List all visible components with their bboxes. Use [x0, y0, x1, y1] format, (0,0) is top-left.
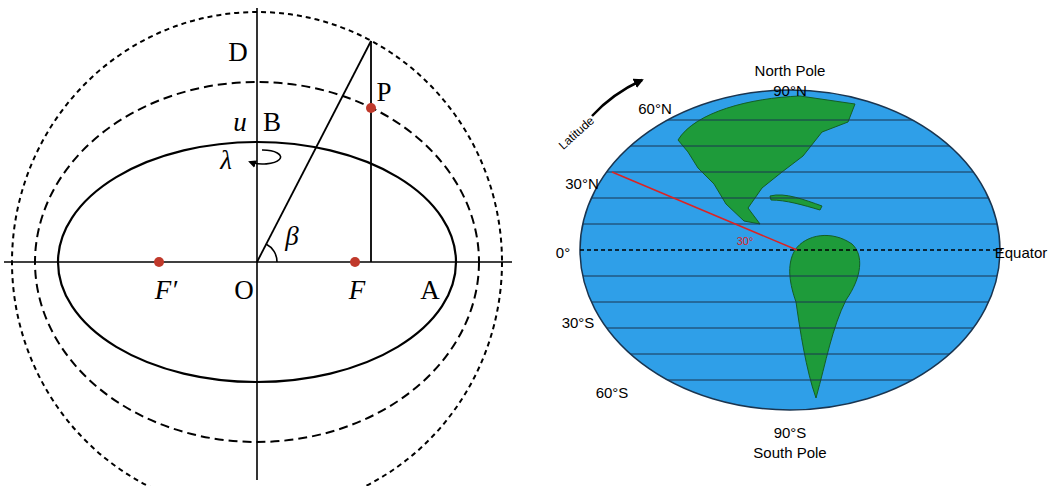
map-label: 30°: [737, 236, 754, 247]
latitude-line: [560, 120, 1020, 121]
map-label: 30°N: [565, 176, 599, 191]
latitude-line: [560, 198, 1020, 199]
latitude-line: [560, 172, 1020, 173]
point-label: B: [263, 109, 281, 136]
latitude-line: [560, 302, 1020, 303]
point-label: D: [228, 39, 248, 66]
map-label: 0°: [556, 245, 570, 260]
latitude-angle-line: [612, 172, 797, 250]
ellipse-construction: [4, 8, 512, 486]
latitude-line: [560, 224, 1020, 225]
latitude-line: [560, 380, 1020, 381]
point-label: F′: [155, 277, 177, 304]
islands: [770, 195, 822, 210]
point-label: λ: [220, 147, 232, 174]
map-label: 30°S: [562, 315, 595, 330]
vertical-line: [370, 41, 372, 262]
map-label: 90°S: [774, 425, 807, 440]
south-america: [790, 235, 860, 398]
rotation-arrow: [250, 150, 281, 164]
map-label: Equator: [995, 245, 1048, 260]
map-label: 90°N: [773, 83, 807, 98]
map-label: South Pole: [753, 445, 826, 460]
angle-arc: [266, 244, 277, 262]
y-axis: [256, 8, 258, 480]
focus-f: [350, 257, 360, 267]
map-label: North Pole: [755, 63, 826, 78]
focus-f-prime: [154, 257, 164, 267]
map-label: Latitude: [556, 114, 596, 151]
points: [154, 103, 376, 267]
latitude-line: [560, 276, 1020, 277]
point-label: A: [420, 277, 440, 304]
latitude-arrow: [592, 80, 642, 116]
point-label: F: [349, 277, 366, 304]
point-label: P: [376, 79, 391, 106]
point-label: O: [234, 277, 254, 304]
map-label: 60°S: [596, 385, 629, 400]
latitude-line: [560, 328, 1020, 329]
point-label: β: [285, 223, 298, 250]
point-p: [366, 103, 376, 113]
point-label: u: [233, 109, 247, 136]
latitude-lines: [560, 120, 1020, 380]
north-america: [678, 96, 855, 224]
equator-line: [580, 249, 1002, 250]
map-label: 60°N: [638, 101, 672, 116]
